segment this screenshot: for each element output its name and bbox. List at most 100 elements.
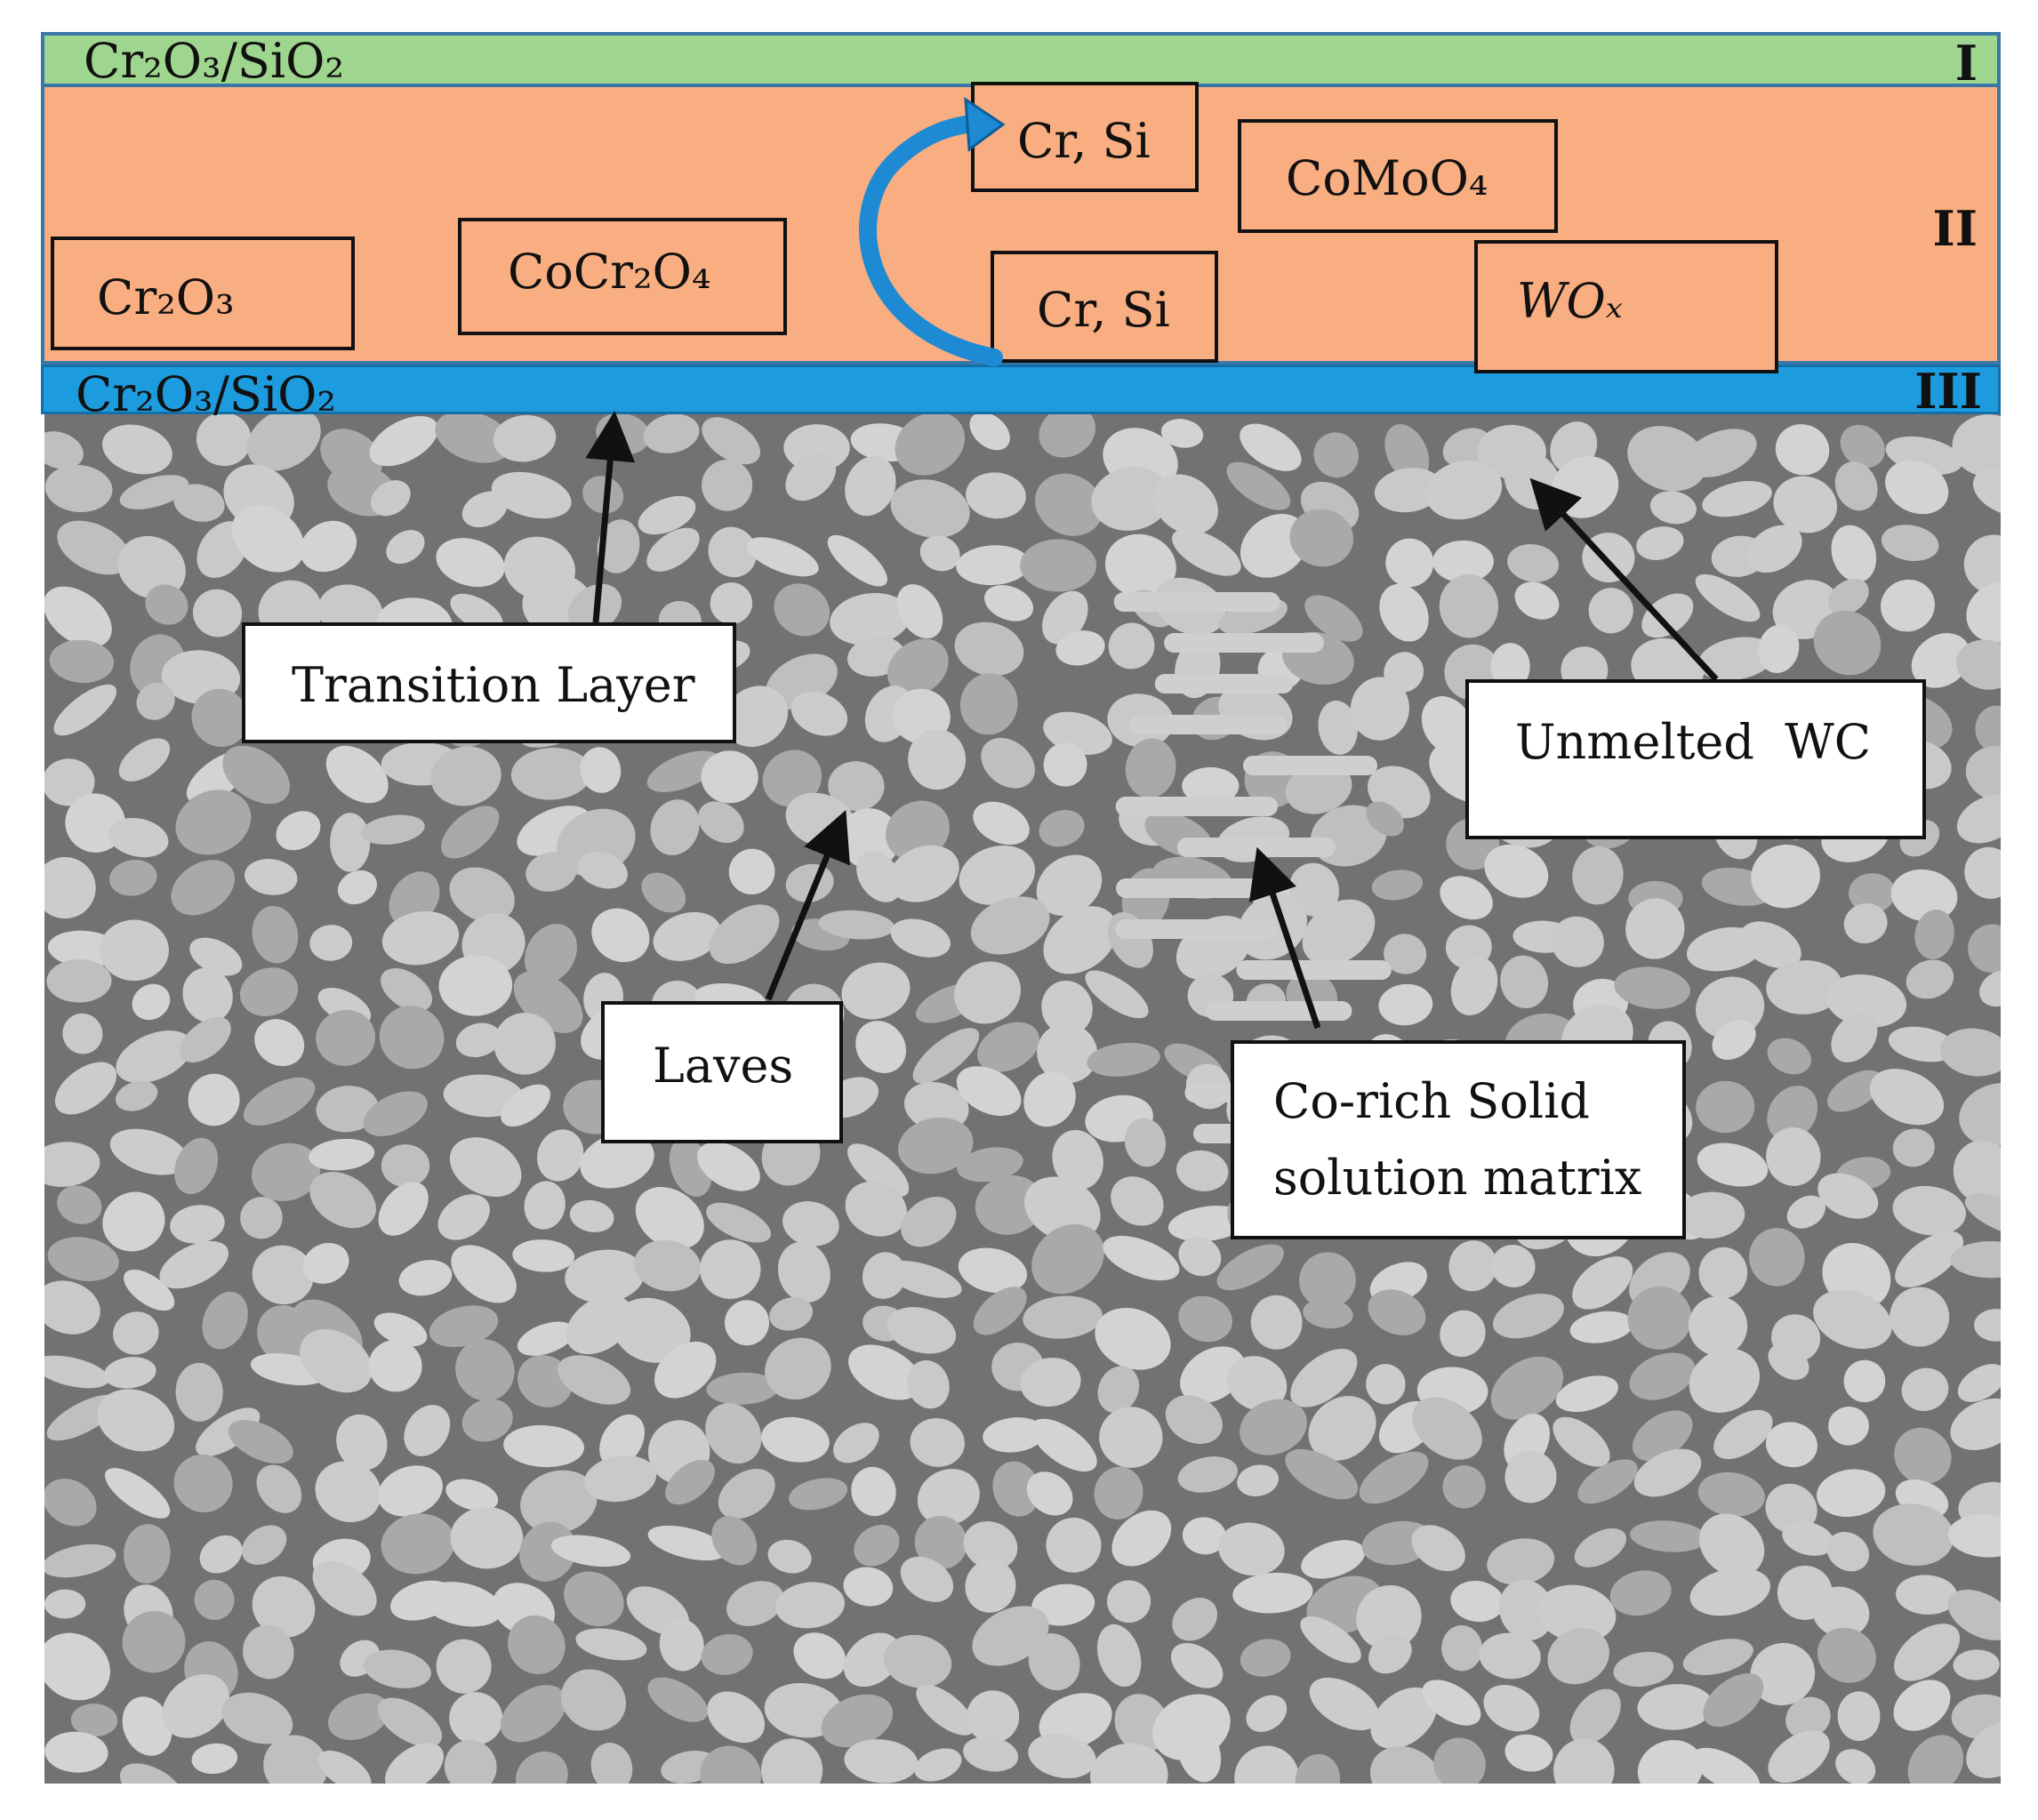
dendrite-blob	[566, 1295, 633, 1355]
dendrite-blob	[196, 414, 252, 467]
dendrite-blob	[1379, 583, 1429, 642]
dendrite-blob	[54, 1062, 117, 1115]
dendrite-blob	[1359, 1451, 1429, 1504]
dendrite-blob	[1300, 1616, 1361, 1664]
dendrite-blob	[1091, 467, 1171, 531]
dendrite-blob	[963, 1521, 1018, 1570]
dendrite-blob	[1304, 595, 1363, 642]
dendrite-blob	[46, 958, 112, 1003]
dendrite-blob	[1031, 1583, 1095, 1626]
dendrite-blob	[44, 586, 112, 647]
dendrite-blob	[597, 519, 640, 573]
dendrite-blob	[912, 1028, 980, 1084]
dendrite-blob	[887, 638, 949, 696]
dendrite-blob	[517, 1321, 575, 1356]
dendrite-blob	[613, 1297, 691, 1363]
dendrite-blob	[300, 1329, 373, 1393]
laves-box: Laves	[601, 1001, 843, 1143]
dendrite-blob	[702, 417, 760, 465]
lamella-streak	[1113, 592, 1280, 612]
laves-label: Laves	[653, 1038, 794, 1094]
dendrite-blob	[1433, 1737, 1486, 1784]
dendrite-blob	[793, 1632, 846, 1680]
dendrite-blob	[783, 424, 850, 471]
dendrite-blob	[914, 1748, 962, 1782]
dendrite-blob	[818, 910, 895, 940]
dendrite-blob	[959, 845, 1036, 905]
dendrite-blob	[1368, 1289, 1426, 1335]
dendrite-blob	[1182, 766, 1240, 806]
dendrite-blob	[1371, 870, 1424, 901]
dendrite-blob	[843, 1567, 894, 1607]
dendrite-blob	[1507, 544, 1560, 582]
dendrite-blob	[1385, 538, 1434, 588]
dendrite-blob	[1888, 1026, 1956, 1062]
dendrite-blob	[916, 1684, 975, 1736]
dendrite-blob	[1890, 869, 1958, 922]
dendrite-blob	[1965, 745, 2001, 804]
dendrite-blob	[789, 1478, 848, 1511]
dendrite-blob	[746, 537, 819, 577]
layer-III-numeral: III	[1914, 363, 1982, 420]
dendrite-blob	[263, 1735, 328, 1784]
dendrite-blob	[316, 1009, 376, 1066]
dendrite-blob	[1177, 1456, 1239, 1493]
co-rich-matrix-arrow	[1248, 846, 1321, 1030]
dendrite-blob	[115, 1080, 158, 1111]
dendrite-blob	[536, 1129, 584, 1182]
dendrite-blob	[1825, 974, 1907, 1028]
dendrite-blob	[821, 1694, 894, 1748]
dendrite-blob	[1439, 574, 1499, 638]
cocr2o4-label: CoCr₂O₄	[508, 244, 711, 300]
dendrite-blob	[119, 475, 189, 509]
dendrite-blob	[901, 1196, 957, 1247]
dendrite-blob	[1901, 1367, 1949, 1412]
dendrite-blob	[159, 1240, 229, 1289]
dendrite-blob	[336, 1414, 388, 1471]
dendrite-blob	[1625, 898, 1685, 959]
dendrite-blob	[1288, 862, 1339, 917]
dendrite-blob	[44, 1589, 86, 1619]
dendrite-blob	[44, 1479, 97, 1527]
dendrite-blob	[57, 520, 131, 575]
dendrite-blob	[182, 967, 233, 1023]
dendrite-blob	[1099, 1407, 1163, 1468]
dendrite-blob	[1172, 529, 1241, 576]
dendrite-blob	[1097, 1366, 1140, 1414]
dendrite-blob	[337, 870, 377, 905]
dendrite-blob	[646, 750, 720, 792]
dendrite-blob	[769, 1297, 814, 1331]
dendrite-blob	[1767, 1086, 1818, 1142]
dendrite-blob	[1374, 468, 1443, 513]
dendrite-blob	[1450, 957, 1498, 1015]
dendrite-blob	[761, 1416, 830, 1463]
dendrite-blob	[1869, 1069, 1945, 1126]
dendrite-blob	[491, 471, 572, 519]
dendrite-blob	[1906, 959, 1954, 999]
dendrite-blob	[1484, 844, 1549, 898]
dendrite-blob	[975, 1175, 1044, 1235]
dendrite-blob	[1160, 419, 1204, 448]
dendrite-blob	[1697, 1471, 1765, 1517]
dendrite-blob	[1031, 1223, 1104, 1295]
dendrite-blob	[1432, 540, 1494, 583]
dendrite-blob	[845, 455, 896, 517]
dendrite-blob	[1641, 593, 1694, 638]
dendrite-blob	[1090, 1743, 1168, 1784]
dendrite-blob	[44, 758, 95, 806]
dendrite-blob	[1250, 1295, 1303, 1350]
dendrite-blob	[1828, 578, 1869, 615]
dendrite-blob	[709, 904, 780, 965]
dendrite-blob	[1492, 1294, 1564, 1339]
dendrite-blob	[830, 592, 911, 645]
dendrite-blob	[1682, 1639, 1753, 1676]
dendrite-blob	[1702, 480, 1772, 517]
dendrite-blob	[145, 584, 189, 625]
dendrite-blob	[1366, 801, 1404, 837]
dendrite-blob	[919, 535, 960, 572]
dendrite-blob	[1448, 1240, 1497, 1292]
dendrite-blob	[1039, 414, 1096, 458]
dendrite-blob	[243, 1624, 294, 1680]
dendrite-blob	[984, 585, 1034, 621]
dendrite-blob	[1953, 1649, 2000, 1680]
